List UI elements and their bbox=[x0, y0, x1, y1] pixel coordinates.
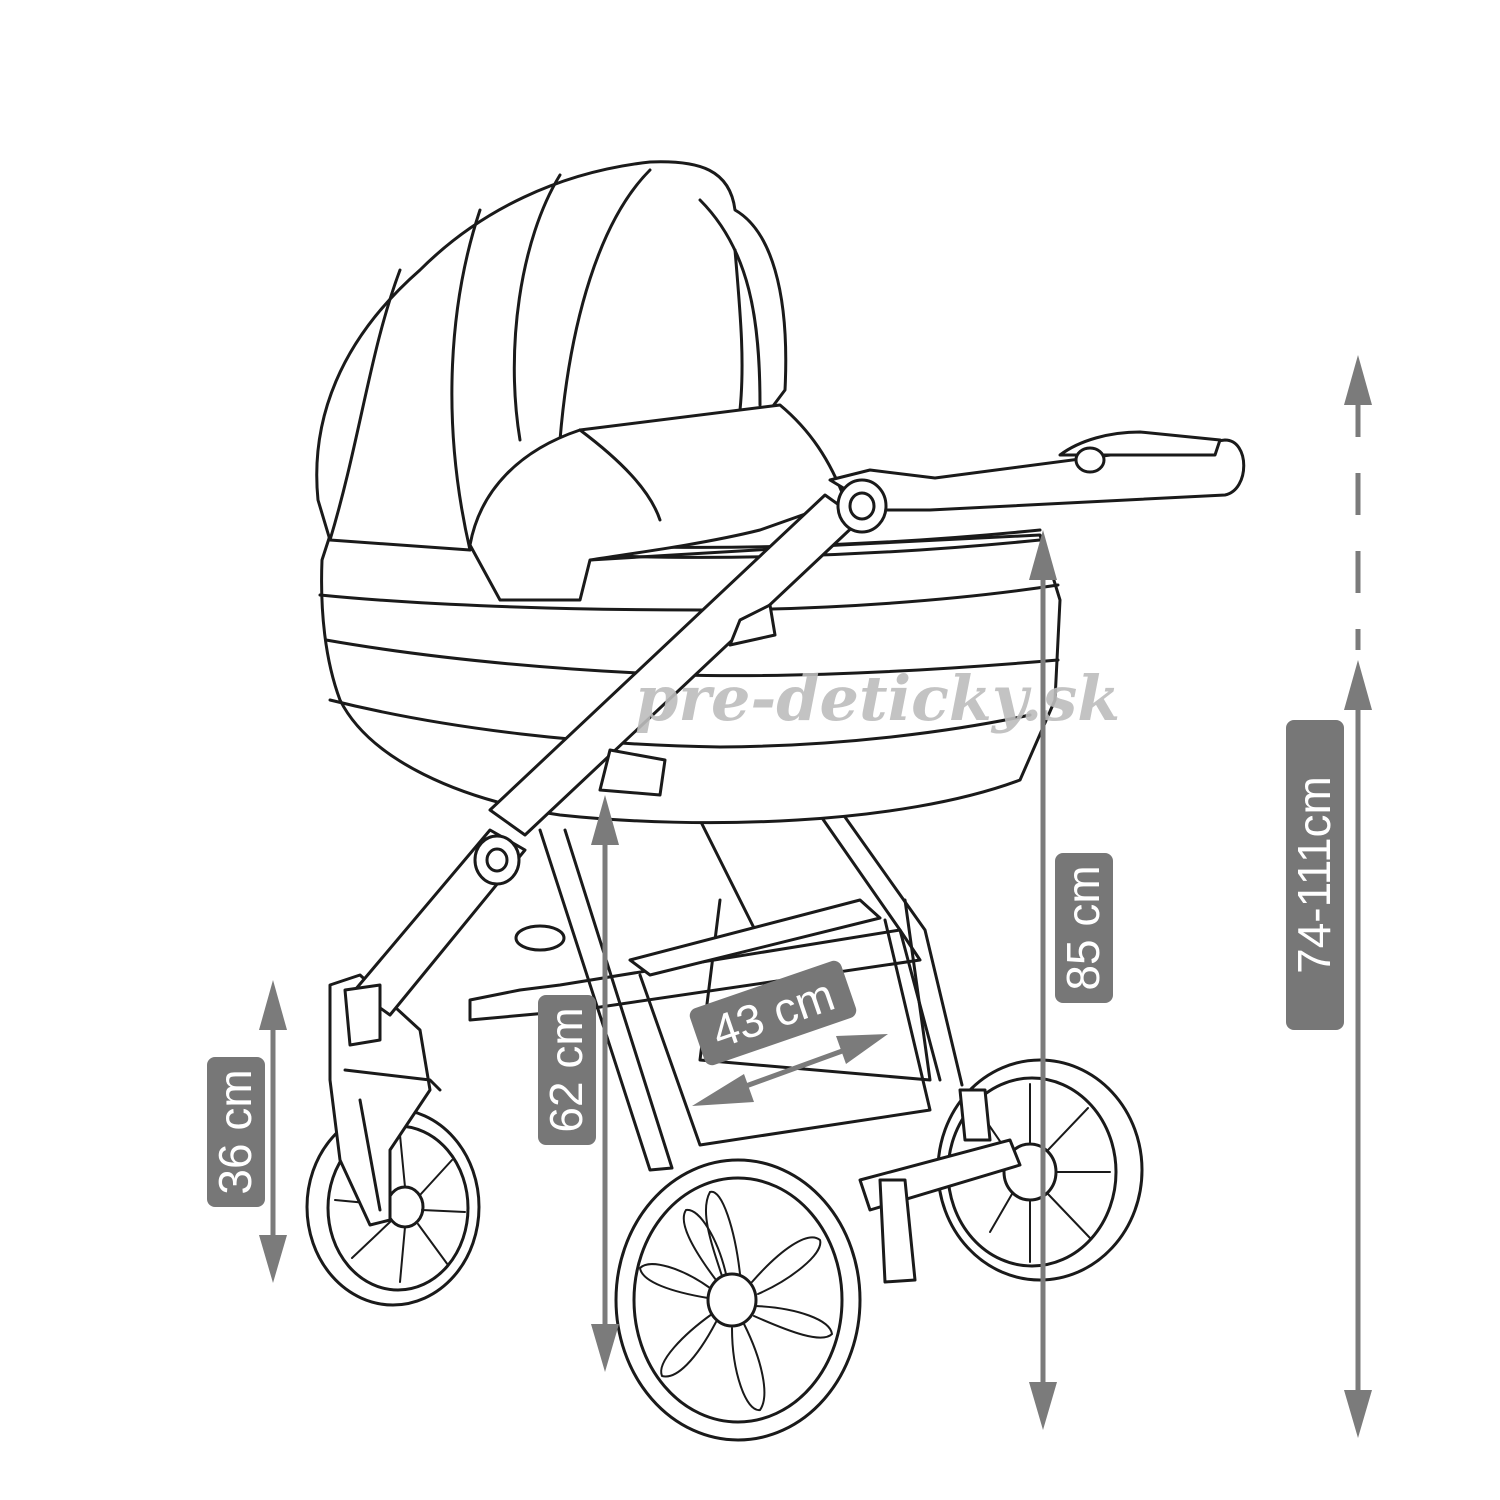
dimension-handle-height: 74-111cm bbox=[1286, 355, 1372, 1438]
arrow-head-up bbox=[1344, 355, 1372, 405]
front-wheel-right bbox=[614, 1158, 862, 1442]
dimension-seat-height: 62 cm bbox=[538, 795, 619, 1372]
dimension-badge bbox=[207, 1057, 265, 1207]
dimension-width: 43 cm bbox=[689, 960, 888, 1106]
arrow-head-up bbox=[1029, 530, 1057, 580]
arrow-head-left bbox=[692, 1074, 754, 1106]
handle-frame bbox=[343, 430, 1246, 1047]
dimension-badge bbox=[1055, 853, 1113, 1003]
dimension-basket-height: 36 cm bbox=[207, 980, 287, 1283]
dimension-label-basket-height: 36 cm bbox=[209, 1069, 261, 1194]
apron-cover bbox=[468, 403, 847, 602]
arrow-head-up bbox=[259, 980, 287, 1030]
dimension-line bbox=[734, 1047, 846, 1093]
arrow-head-down bbox=[259, 1235, 287, 1283]
stroller-drawing bbox=[305, 160, 1246, 1442]
dimension-label-handle-height: 74-111cm bbox=[1288, 776, 1340, 974]
dimension-badge bbox=[689, 960, 857, 1066]
watermark: pre-deticky.sk bbox=[635, 662, 1120, 735]
shopping-basket bbox=[514, 898, 932, 1147]
dimension-label-body-height: 85 cm bbox=[1057, 865, 1109, 990]
dimension-label-seat-height: 62 cm bbox=[540, 1007, 592, 1132]
canopy bbox=[315, 160, 788, 552]
arrow-head-up bbox=[591, 795, 619, 845]
dimension-badge bbox=[1286, 720, 1344, 1030]
arrow-head-down bbox=[1344, 1390, 1372, 1438]
dimension-body-height: 85 cm bbox=[1029, 530, 1113, 1430]
arrow-head-down bbox=[591, 1324, 619, 1372]
arrow-head-right bbox=[836, 1034, 888, 1064]
arrow-head-down bbox=[1029, 1382, 1057, 1430]
dimension-badge bbox=[538, 995, 596, 1145]
arrow-head-up bbox=[1344, 660, 1372, 710]
